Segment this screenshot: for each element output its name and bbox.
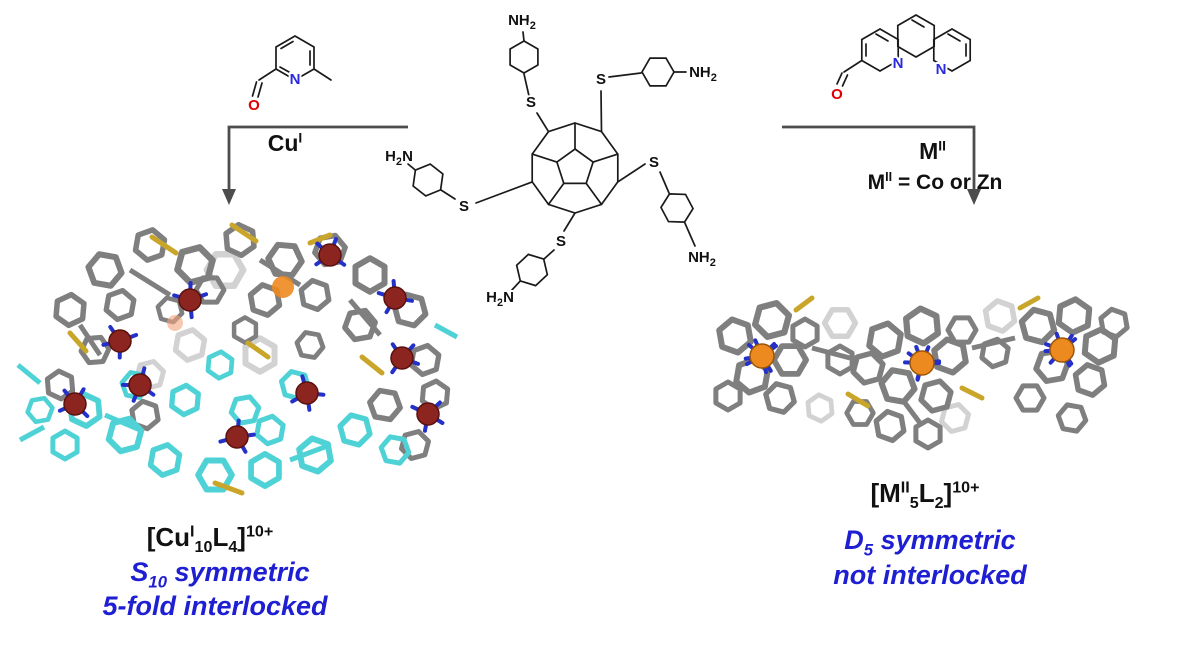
amine-label: H2N [385,148,413,168]
sulfur-label: S [556,233,566,250]
pyridine-bonds [251,35,332,98]
endohedral-orange-sphere [272,276,294,298]
right-product-symmetry-label: D5 symmetric [844,525,1016,560]
left-arrow-metal-label: CuI [267,130,303,156]
pyridine-nitrogen-label: N [290,71,301,88]
cage-sulfur-sticks [67,222,385,496]
cu-cage-rendering [16,215,459,496]
phen-nitrogen1-label: N [893,55,904,72]
right-arrow-metal-label: MII [919,138,946,164]
right-product-formula: [MII5L2]10+ [870,478,980,513]
metal-spheres [749,337,1075,376]
sulfur-label: S [459,198,469,215]
pyridine-aldehyde-structure: N O [246,35,332,116]
sulfur-label: S [649,154,659,171]
amine-label: NH2 [689,64,717,84]
ligand-structure: S S S S S NH2 NH2 H2N NH2 H2N [383,10,719,311]
amine-label: NH2 [508,12,536,32]
amine-label: NH2 [688,249,716,269]
right-arrow-metal-definition: MII = Co or Zn [867,170,1003,194]
cage-gray-rings [42,221,453,460]
sulfur-label: S [526,94,536,111]
m5l2-rendering [700,268,1140,473]
corannulene-core [531,122,619,214]
sulfur-label: S [596,71,606,88]
left-product-interlock-label: 5-fold interlocked [102,591,328,621]
left-product-formula: [CuI10L4]10+ [146,522,274,557]
m5l2-gray-rings [710,296,1133,452]
left-reaction-arrow [222,125,408,205]
cage-cyan-rings [16,322,459,490]
aldehyde-oxygen-label: O [248,97,260,114]
left-product-symmetry-label: S10 symmetric [130,557,310,592]
amine-label: H2N [486,289,514,309]
right-product-interlock-label: not interlocked [833,560,1027,590]
phen-nitrogen2-label: N [936,61,947,78]
ligand-arm-bonds [405,31,698,292]
ligand-atom-labels: S S S S S NH2 NH2 H2N NH2 H2N [383,10,719,311]
aldehyde-oxygen-label: O [831,86,843,103]
right-arrowhead [967,189,981,205]
left-arrowhead [222,189,236,205]
m5l2-sulfur-sticks [793,295,1041,409]
copper-spheres [63,243,440,449]
right-reaction-arrow [782,125,981,205]
phenanthroline-aldehyde-structure: N N O [829,14,972,105]
phenanthroline-bonds [836,14,972,87]
faint-orange-sphere [167,315,183,331]
